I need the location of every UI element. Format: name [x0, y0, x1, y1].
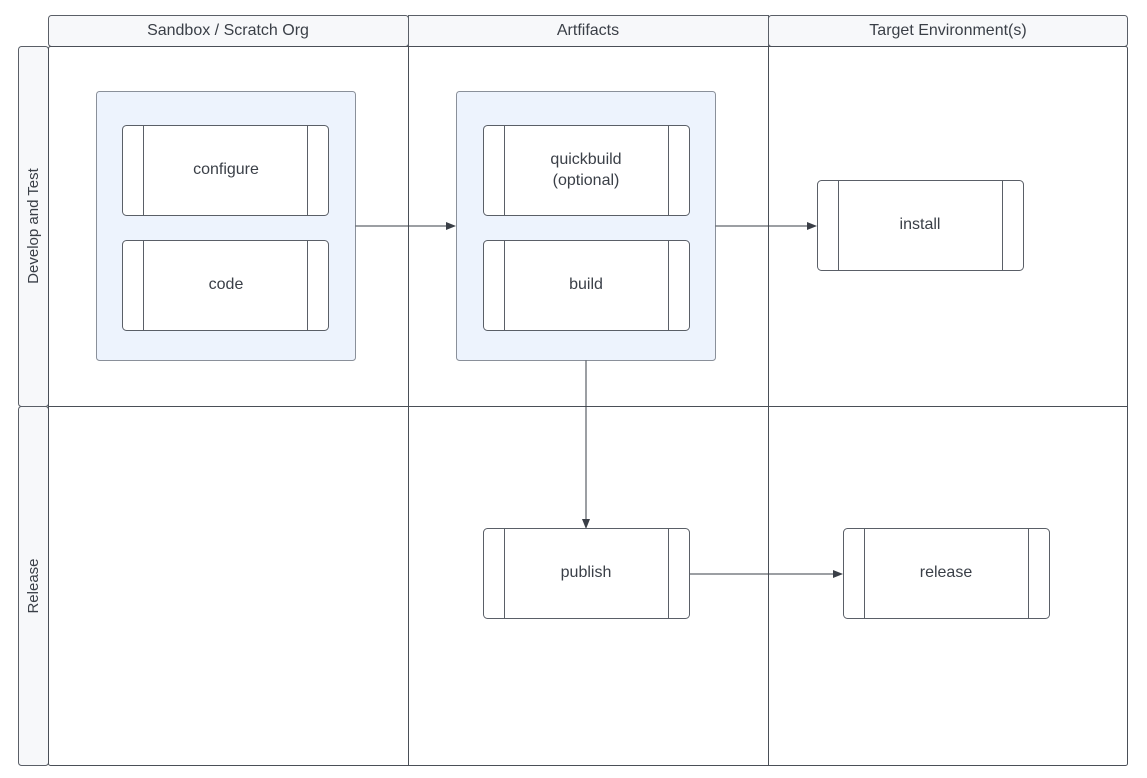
process-label-configure: configure	[193, 161, 259, 178]
process-label-code: code	[209, 276, 244, 293]
process-release: release	[843, 528, 1050, 619]
lane-grid	[48, 46, 1128, 766]
row-header-column: Develop and Test Release	[18, 46, 49, 766]
process-build: build	[483, 240, 690, 331]
process-quickbuild: quickbuild (optional)	[483, 125, 690, 216]
row-label-develop: Develop and Test	[25, 167, 42, 283]
process-code: code	[122, 240, 329, 331]
column-label-target: Target Environment(s)	[869, 22, 1026, 39]
connectors	[355, 222, 843, 578]
row-label-release: Release	[25, 558, 42, 613]
process-publish: publish	[483, 528, 690, 619]
column-header-row: Sandbox / Scratch Org Artfifacts Target …	[48, 15, 1128, 47]
column-label-sandbox: Sandbox / Scratch Org	[147, 22, 309, 39]
process-label-publish: publish	[561, 564, 612, 581]
process-label-build: build	[569, 276, 603, 293]
process-label-install: install	[900, 216, 941, 233]
process-label-release: release	[920, 564, 973, 581]
process-install: install	[817, 180, 1024, 271]
process-label-quickbuild: quickbuild	[550, 151, 621, 168]
process-configure: configure	[122, 125, 329, 216]
column-label-artifacts: Artfifacts	[557, 22, 619, 39]
process-label-quickbuild-optional: (optional)	[553, 172, 620, 189]
column-header-artifacts	[408, 15, 769, 47]
